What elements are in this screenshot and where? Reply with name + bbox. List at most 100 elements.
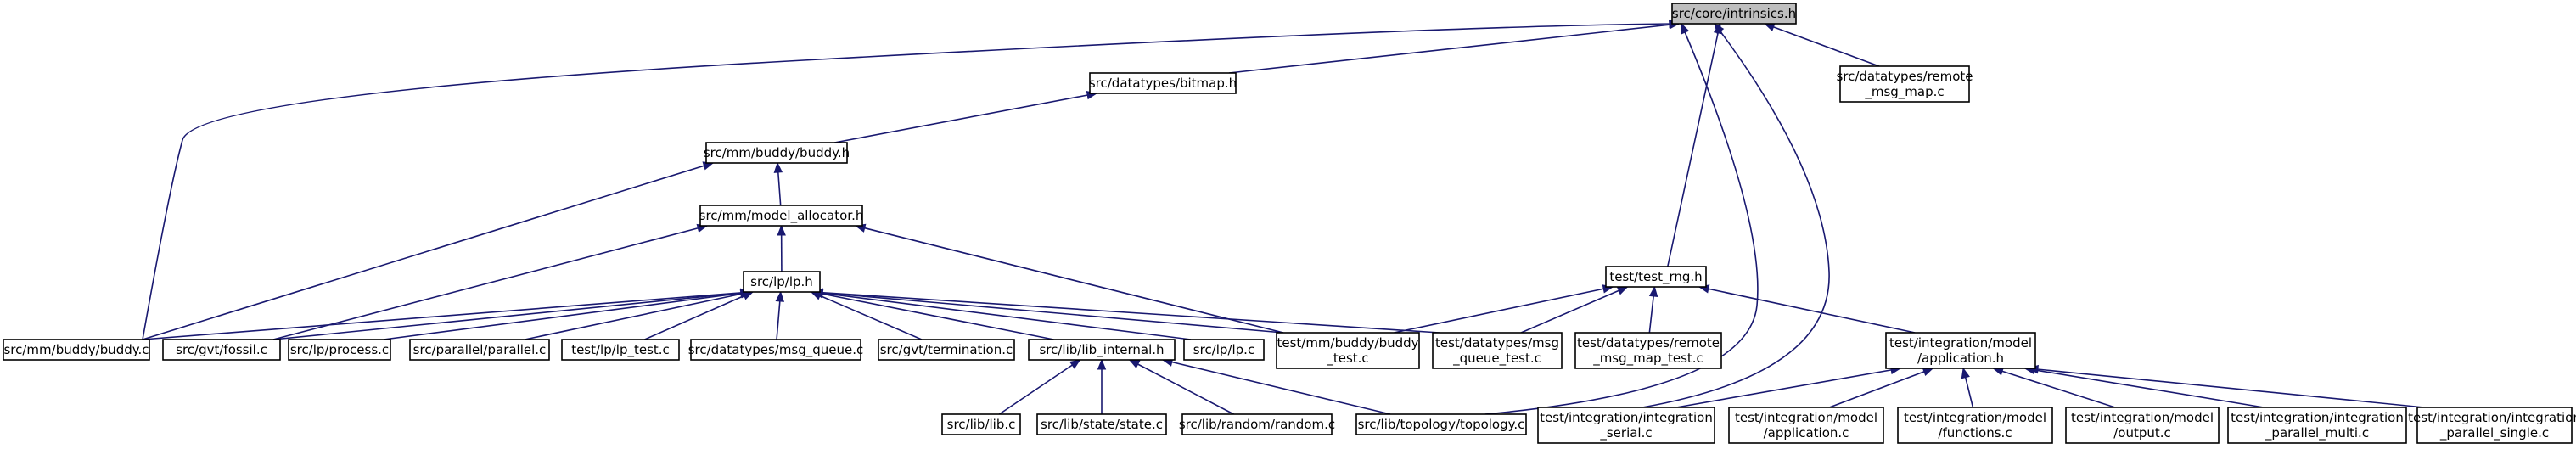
node-functions[interactable]: test/integration/model/functions.c bbox=[1897, 407, 2053, 444]
node-box bbox=[2065, 407, 2220, 444]
node-parallel-multi[interactable]: test/integration/integration_parallel_mu… bbox=[2227, 407, 2407, 444]
node-topology[interactable]: src/lib/topology/topology.c bbox=[1355, 413, 1527, 435]
edge-random-to-lib-internal bbox=[1129, 359, 1234, 415]
node-lp-test[interactable]: test/lp/lp_test.c bbox=[561, 339, 680, 361]
node-label: test/lp/lp_test.c bbox=[571, 342, 670, 358]
node-state[interactable]: src/lib/state/state.c bbox=[1036, 413, 1167, 435]
node-lp-c[interactable]: src/lp/lp.c bbox=[1183, 339, 1265, 361]
node-buddy-c[interactable]: src/mm/buddy/buddy.c bbox=[3, 339, 150, 361]
node-label: /output.c bbox=[2113, 425, 2171, 441]
node-model-allocator[interactable]: src/mm/model_allocator.h bbox=[699, 205, 864, 227]
node-label: test/integration/integration bbox=[1540, 410, 1713, 425]
edge-fossil-to-model-allocator bbox=[272, 225, 708, 340]
node-box bbox=[162, 339, 281, 361]
arrowhead bbox=[1763, 23, 1776, 31]
edge-fossil-to-lp-h bbox=[272, 291, 751, 340]
edge-buddy-c-to-intrinsics bbox=[142, 23, 1680, 340]
edge-application-h-to-test-rng bbox=[1698, 286, 1916, 334]
node-label: src/mm/buddy/buddy.h bbox=[704, 145, 850, 160]
node-box bbox=[1183, 339, 1265, 361]
node-box bbox=[705, 142, 848, 164]
node-label: test/integration/model bbox=[2071, 410, 2214, 425]
node-application-c[interactable]: test/integration/model/application.c bbox=[1728, 407, 1884, 444]
edge-application-c-to-application-h bbox=[1829, 368, 1933, 408]
edge-parallel-multi-to-application-h bbox=[2024, 368, 2265, 408]
arrowhead bbox=[1069, 359, 1081, 369]
arrowhead bbox=[773, 161, 783, 173]
node-lib-c[interactable]: src/lib/lib.c bbox=[941, 413, 1021, 435]
node-termination[interactable]: src/gvt/termination.c bbox=[878, 339, 1015, 361]
node-box bbox=[1432, 332, 1563, 369]
node-label: src/datatypes/remote bbox=[1836, 69, 1973, 84]
node-label: src/lib/lib.c bbox=[947, 417, 1016, 432]
node-label: test/integration/model bbox=[1904, 410, 2046, 425]
node-label: _test.c bbox=[1326, 351, 1368, 367]
node-label: _parallel_multi.c bbox=[2265, 425, 2369, 441]
node-label: test/mm/buddy/buddy bbox=[1277, 335, 1418, 351]
edge-integration-serial-to-application-h bbox=[1675, 368, 1901, 408]
arrowhead bbox=[1616, 286, 1629, 295]
node-label: _msg_map.c bbox=[1864, 84, 1944, 100]
node-msg-queue[interactable]: src/datatypes/msg_queue.c bbox=[688, 339, 864, 361]
arrowhead bbox=[1648, 285, 1658, 298]
node-label: test/test_rng.h bbox=[1609, 269, 1702, 285]
node-label: src/parallel/parallel.c bbox=[413, 342, 547, 357]
node-box bbox=[1089, 72, 1237, 94]
node-lp-h[interactable]: src/lp/lp.h bbox=[743, 271, 821, 293]
arrowhead bbox=[1922, 368, 1934, 376]
node-remote-msg-map-test[interactable]: test/datatypes/remote_msg_map_test.c bbox=[1574, 332, 1722, 369]
node-test-rng[interactable]: test/test_rng.h bbox=[1605, 266, 1707, 288]
edge-lib-c-to-lib-internal bbox=[998, 359, 1080, 415]
node-label: test/integration/integration bbox=[2231, 410, 2404, 425]
edge-integration-serial-to-intrinsics bbox=[1642, 23, 1830, 408]
edge-topology-to-lib-internal bbox=[1162, 359, 1391, 415]
node-output[interactable]: test/integration/model/output.c bbox=[2065, 407, 2220, 444]
node-application-h[interactable]: test/integration/model/application.h bbox=[1885, 332, 2036, 369]
node-buddy-h[interactable]: src/mm/buddy/buddy.h bbox=[704, 142, 850, 164]
arrowhead bbox=[742, 291, 755, 300]
node-random[interactable]: src/lib/random/random.c bbox=[1179, 413, 1335, 435]
node-box bbox=[1574, 332, 1722, 369]
arrowhead bbox=[1128, 359, 1141, 368]
node-bitmap[interactable]: src/datatypes/bitmap.h bbox=[1089, 72, 1237, 94]
node-remote-msg-map[interactable]: src/datatypes/remote_msg_map.c bbox=[1836, 65, 1973, 103]
edge-parallel-single-to-application-h bbox=[2028, 368, 2425, 408]
node-label: test/datatypes/msg bbox=[1435, 335, 1559, 351]
node-buddy-test[interactable]: test/mm/buddy/buddy_test.c bbox=[1276, 332, 1420, 369]
node-lib-internal[interactable]: src/lib/lib_internal.h bbox=[1028, 339, 1176, 361]
node-box bbox=[878, 339, 1015, 361]
node-label: src/mm/model_allocator.h bbox=[699, 208, 864, 224]
node-box bbox=[1605, 266, 1707, 288]
node-label: src/lib/state/state.c bbox=[1041, 417, 1163, 432]
node-label: test/datatypes/remote bbox=[1577, 335, 1720, 351]
node-box bbox=[699, 205, 863, 227]
node-box bbox=[1276, 332, 1420, 369]
node-msg-queue-test[interactable]: test/datatypes/msg_queue_test.c bbox=[1432, 332, 1563, 369]
edge-topology-to-intrinsics bbox=[1484, 23, 1759, 415]
node-integration-serial[interactable]: test/integration/integration_serial.c bbox=[1537, 407, 1715, 444]
edge-bitmap-to-intrinsics bbox=[1228, 23, 1680, 74]
node-label: /application.h bbox=[1917, 351, 2004, 366]
node-box bbox=[743, 271, 821, 293]
node-parallel-single[interactable]: test/integration/integration_parallel_si… bbox=[2408, 407, 2576, 444]
edge-buddy-h-to-bitmap bbox=[834, 93, 1097, 143]
edge-buddy-c-to-buddy-h bbox=[142, 162, 714, 340]
node-box bbox=[1181, 413, 1333, 435]
node-box bbox=[3, 339, 150, 361]
node-label: src/gvt/termination.c bbox=[880, 342, 1013, 357]
arrowhead bbox=[1714, 22, 1725, 35]
edge-remote-msg-map-to-intrinsics bbox=[1764, 23, 1880, 67]
edge-buddy-test-to-model-allocator bbox=[855, 225, 1284, 334]
node-box bbox=[1885, 332, 2036, 369]
edge-process-to-lp-h bbox=[383, 291, 751, 340]
node-intrinsics[interactable]: src/core/intrinsics.h bbox=[1671, 3, 1797, 25]
node-label: src/lp/lp.c bbox=[1193, 342, 1254, 357]
node-parallel[interactable]: src/parallel/parallel.c bbox=[409, 339, 550, 361]
node-process[interactable]: src/lp/process.c bbox=[288, 339, 391, 361]
node-label: src/core/intrinsics.h bbox=[1672, 6, 1796, 21]
arrowhead bbox=[1681, 22, 1690, 35]
node-label: src/lib/topology/topology.c bbox=[1358, 417, 1525, 432]
node-box bbox=[690, 339, 861, 361]
node-fossil[interactable]: src/gvt/fossil.c bbox=[162, 339, 281, 361]
